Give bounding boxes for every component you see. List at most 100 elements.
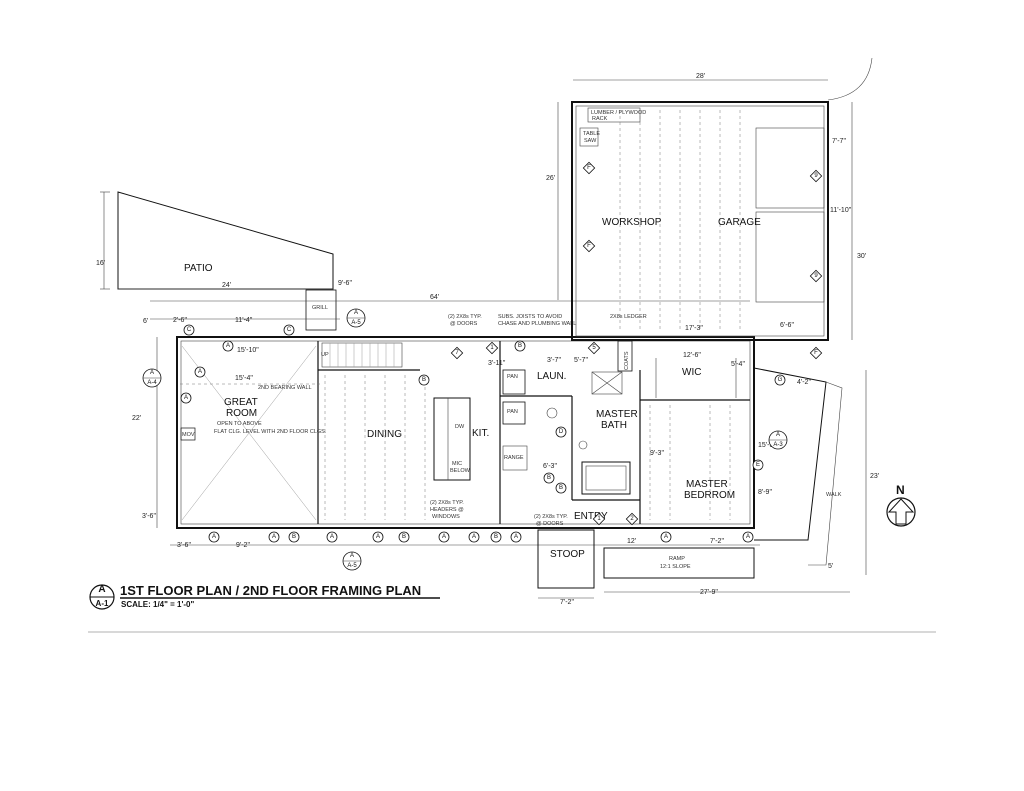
patio-area: 16' PATIO 24' 9'-6" GRILL [96,191,352,331]
svg-text:A: A [472,534,476,540]
dim-17-3: 17'-3" [685,325,703,332]
tag-d: D [555,426,567,438]
dim-11-4: 11'-4" [235,317,253,324]
tag-a: A [510,531,522,543]
svg-text:B: B [402,534,406,540]
dim-11-10: 11'-10" [830,207,852,214]
drawing-scale: SCALE: 1/4" = 1'-0" [121,600,194,609]
dim-6-6: 6'-6" [780,322,794,329]
section-marker-bottom: A A-5 [342,551,362,571]
dim-2-6: 2'-6" [173,317,187,324]
svg-text:A-5: A-5 [351,320,361,326]
tag-a: A [194,366,206,378]
dim-7-7: 7'-7" [832,138,846,145]
dim-6: 6' [143,318,148,325]
svg-text:B: B [559,485,563,491]
tag-a: A [180,392,192,404]
dim-3-6-bottom: 3'-6" [177,542,191,549]
subfloor-note-1: SUBS. JOISTS TO AVOID [498,314,562,320]
tag-b: B [543,472,555,484]
svg-text:B: B [547,475,551,481]
tag-5: 5 [587,341,601,355]
svg-text:7: 7 [455,350,459,356]
svg-text:G: G [778,377,783,383]
dim-9-2: 9'-2" [236,542,250,549]
svg-text:A-4: A-4 [147,380,157,386]
kit-label: KIT. [472,428,489,439]
svg-text:A: A [350,553,354,559]
master-bed-label-2: BEDRROM [684,490,735,501]
svg-text:A: A [776,432,780,438]
dim-9-3: 9'-3" [650,450,664,457]
ramp-label: RAMP [669,556,685,562]
ramp-slope-label: 12:1 SLOPE [660,564,691,570]
svg-text:A: A [226,343,230,349]
lumber-rack-label-1: LUMBER / PLYWOOD [591,110,646,116]
garage-width-dim: 28' [696,73,705,80]
header-windows-note-1: (2) 2X8s TYP. [430,500,464,506]
svg-text:A: A [198,369,202,375]
range-label: RANGE [504,455,524,461]
coats-label: COATS [624,351,630,370]
right-depth-dim: 23' [870,473,879,480]
tag-e: E [752,459,764,471]
dim-12-6: 12'-6" [683,352,701,359]
svg-text:B: B [292,534,296,540]
lumber-rack-label-2: RACK [592,116,608,122]
tag-b: B [418,374,430,386]
tag-a: A [208,531,220,543]
patio-width-dim: 24' [222,282,231,289]
svg-text:A: A [150,370,154,376]
header-entry-note-2: @ DOORS [536,521,564,527]
dim-3-6-left: 3'-6" [142,513,156,520]
svg-text:9: 9 [814,273,818,279]
svg-text:E: E [756,462,760,468]
svg-text:A-5: A-5 [347,563,357,569]
master-bed-label-1: MASTER [686,479,728,490]
kitchen-island [433,397,471,481]
svg-text:A-3: A-3 [773,442,783,448]
svg-text:A: A [330,534,334,540]
tag-a: A [438,531,450,543]
main-width-dim: 64' [430,294,439,301]
svg-text:A: A [354,310,358,316]
tag-f: F [582,161,596,175]
stair-up-label: UP [321,352,329,358]
svg-text:C: C [287,327,292,333]
great-room-label-1: GREAT [224,397,258,408]
dw-label: DW [455,424,465,430]
title-block: A A-1 1ST FLOOR PLAN / 2ND FLOOR FRAMING… [88,583,936,633]
dim-3-7: 3'-7" [547,357,561,364]
great-room-note-1: OPEN TO ABOVE [217,421,262,427]
dining-label: DINING [367,429,402,440]
tag-a: A [468,531,480,543]
tag-2: 2 [625,512,639,526]
svg-text:A: A [442,534,446,540]
header-doors-note-1: (2) 2X8s TYP. [448,314,482,320]
subfloor-note-2: CHASE AND PLUMBING WALL [498,321,576,327]
svg-text:C: C [187,327,192,333]
header-windows-note-3: WINDOWS [432,514,460,520]
svg-text:B: B [494,534,498,540]
tag-a: A [372,531,384,543]
garage-label: GARAGE [718,217,761,228]
stoop-area: STOOP 7'-2" [537,529,595,606]
stoop-label: STOOP [550,549,585,560]
svg-text:A: A [514,534,518,540]
table-saw-label-1: TABLE [583,131,600,137]
svg-text:2: 2 [630,516,634,522]
tag-f: F [809,346,823,360]
tag-b: B [288,531,300,543]
north-label: N [896,483,905,497]
dim-7-2: 7'-2" [710,538,724,545]
dim-3-11: 3'-11" [488,360,506,367]
svg-text:A: A [184,395,188,401]
tag-c: C [183,324,195,336]
master-bath-label-1: MASTER [596,409,638,420]
section-marker-right: A A-3 [768,430,788,450]
svg-text:5: 5 [592,345,596,351]
dim-15-4: 15'-4" [235,375,253,382]
pan-label-2: PAN [507,409,518,415]
patio-label: PATIO [184,263,213,274]
